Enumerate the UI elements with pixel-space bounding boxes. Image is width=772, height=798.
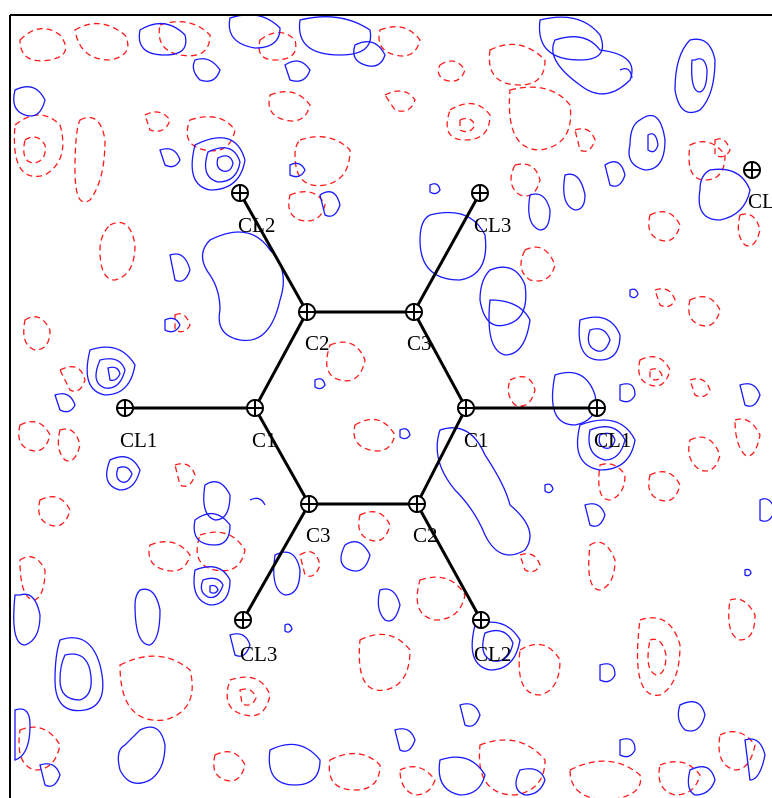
negative-contours bbox=[13, 21, 761, 798]
atom-cl2-bottom: CL2 bbox=[472, 611, 511, 666]
atom-cl1-left: CL1 bbox=[116, 399, 157, 452]
bond-c2-c1-left bbox=[253, 310, 309, 410]
atom-cl2-top: CL2 bbox=[231, 184, 275, 237]
atom-c1-left: C1 bbox=[246, 399, 277, 452]
atom-cl-edge: CL bbox=[743, 161, 772, 213]
atom-label: C2 bbox=[305, 331, 330, 355]
atoms: CL2 CL3 C2 C3 CL1 C1 bbox=[116, 161, 772, 666]
atom-cl3-top: CL3 bbox=[471, 184, 511, 237]
bond-c1-c3-bottom bbox=[253, 406, 311, 506]
atom-label: C2 bbox=[413, 523, 438, 547]
atom-label: CL2 bbox=[474, 642, 511, 666]
atom-label: CL1 bbox=[120, 428, 157, 452]
bond-c2-cl2-bottom bbox=[415, 502, 483, 622]
atom-label: CL1 bbox=[594, 428, 631, 452]
atom-c2-top: C2 bbox=[298, 303, 330, 355]
bond-c3-cl3-top bbox=[412, 191, 482, 314]
atom-c3-top: C3 bbox=[405, 303, 432, 355]
bond-c1-c2-bottom bbox=[415, 406, 468, 506]
atom-c2-bottom: C2 bbox=[408, 495, 438, 547]
positive-contours bbox=[13, 15, 772, 796]
bond-c3-c1-right bbox=[412, 310, 468, 410]
atom-label: CL2 bbox=[238, 213, 275, 237]
atom-label: CL3 bbox=[474, 213, 511, 237]
bond-cl2-c2-top bbox=[238, 191, 309, 314]
atom-label: C3 bbox=[306, 523, 331, 547]
atom-label: C3 bbox=[407, 331, 432, 355]
atom-cl1-right: CL1 bbox=[588, 399, 631, 452]
atom-cl3-bottom: CL3 bbox=[234, 611, 277, 666]
atom-label: C1 bbox=[252, 428, 277, 452]
atom-label: C1 bbox=[464, 428, 489, 452]
bond-c3-cl3-bottom bbox=[241, 502, 311, 622]
atom-label: CL3 bbox=[240, 642, 277, 666]
atom-c3-bottom: C3 bbox=[300, 495, 331, 547]
plot-frame bbox=[9, 14, 772, 798]
atom-c1-right: C1 bbox=[457, 399, 489, 452]
atom-label: CL bbox=[748, 189, 772, 213]
bonds bbox=[123, 191, 599, 622]
